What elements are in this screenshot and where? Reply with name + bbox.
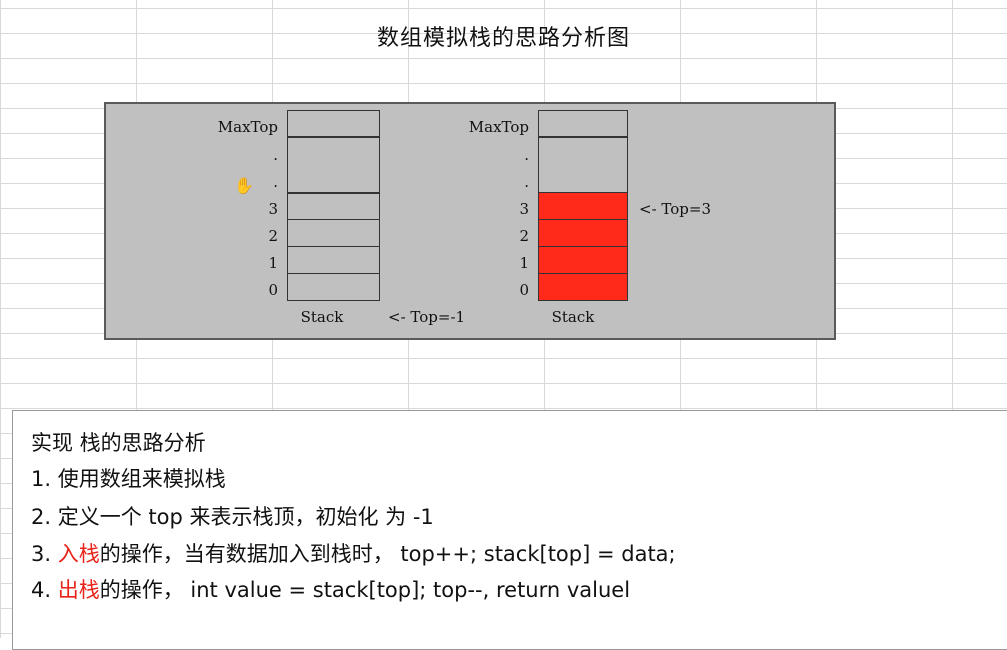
left-label-3: 3 [268, 200, 278, 218]
left-label-maxtop: MaxTop [217, 118, 278, 136]
notes-line-4-prefix: 4. [31, 578, 58, 602]
right-label-maxtop: MaxTop [468, 118, 529, 136]
right-label-3: 3 [519, 200, 529, 218]
notes-line-1: 1. 使用数组来模拟栈 [31, 467, 226, 491]
right-stack-cell-3-filled [538, 192, 628, 220]
right-label-dot-2: . [524, 173, 529, 191]
left-stack-caption: Stack [300, 308, 344, 326]
stack-diagram-panel: MaxTop . . 3 2 1 0 Stack <- Top=-1 MaxTo… [104, 102, 836, 340]
left-label-dot-1: . [273, 146, 278, 164]
notes-line-2: 2. 定义一个 top 来表示栈顶，初始化 为 -1 [31, 505, 434, 529]
left-stack-cell-gap [287, 136, 380, 194]
right-top-pointer: <- Top=3 [639, 200, 711, 218]
right-stack-cell-0-filled [538, 273, 628, 301]
notes-line-4-rest: 的操作， int value = stack[top]; top--, retu… [99, 578, 631, 602]
right-stack-cell-maxtop [538, 110, 628, 138]
right-stack-cell-2-filled [538, 219, 628, 247]
left-stack-cell-2 [287, 219, 380, 247]
right-stack-caption: Stack [551, 308, 595, 326]
right-label-1: 1 [519, 254, 529, 272]
diagram-title: 数组模拟栈的思路分析图 [376, 26, 630, 51]
left-stack-cell-1 [287, 246, 380, 274]
left-label-1: 1 [268, 254, 278, 272]
notes-line-3-prefix: 3. [31, 542, 58, 566]
left-stack-cell-0 [287, 273, 380, 301]
left-stack-cell-3 [287, 192, 380, 220]
notes-line-4: 4. 出栈的操作， int value = stack[top]; top--,… [31, 574, 630, 604]
left-label-0: 0 [268, 281, 278, 299]
right-label-0: 0 [519, 281, 529, 299]
right-label-dot-1: . [524, 146, 529, 164]
hand-cursor-icon: ✋ [234, 176, 254, 195]
left-top-pointer: <- Top=-1 [388, 308, 466, 326]
notes-textbox[interactable]: 实现 栈的思路分析 1. 使用数组来模拟栈 2. 定义一个 top 来表示栈顶，… [12, 410, 1007, 650]
right-stack-cell-1-filled [538, 246, 628, 274]
notes-line-3-push: 入栈 [57, 542, 100, 566]
left-label-dot-2: . [273, 173, 278, 191]
left-label-2: 2 [268, 227, 278, 245]
notes-line-3-rest: 的操作，当有数据加入到栈时， top++; stack[top] = data; [99, 542, 676, 566]
left-stack-cell-maxtop [287, 110, 380, 138]
notes-line-3: 3. 入栈的操作，当有数据加入到栈时， top++; stack[top] = … [31, 538, 676, 568]
right-stack-cell-gap [538, 136, 628, 194]
notes-heading: 实现 栈的思路分析 [31, 431, 206, 455]
right-label-2: 2 [519, 227, 529, 245]
notes-line-4-pop: 出栈 [57, 578, 100, 602]
